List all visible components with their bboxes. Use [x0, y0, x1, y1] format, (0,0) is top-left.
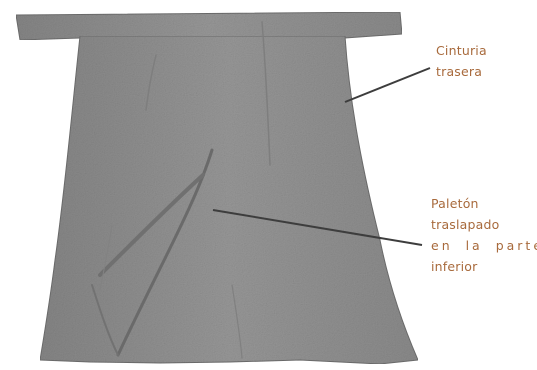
label-waist-line2: trasera [436, 61, 487, 82]
garment-body [40, 36, 418, 364]
label-panel-line2: traslapado [431, 214, 537, 235]
label-panel-line4: inferior [431, 256, 537, 277]
label-waist-line1: Cinturia [436, 40, 487, 61]
label-panel-line1: Paletón [431, 193, 537, 214]
label-panel: Paletón traslapado en la parte inferior [431, 193, 537, 277]
label-panel-line3: en la parte [431, 235, 537, 256]
label-waist: Cinturia trasera [436, 40, 487, 82]
